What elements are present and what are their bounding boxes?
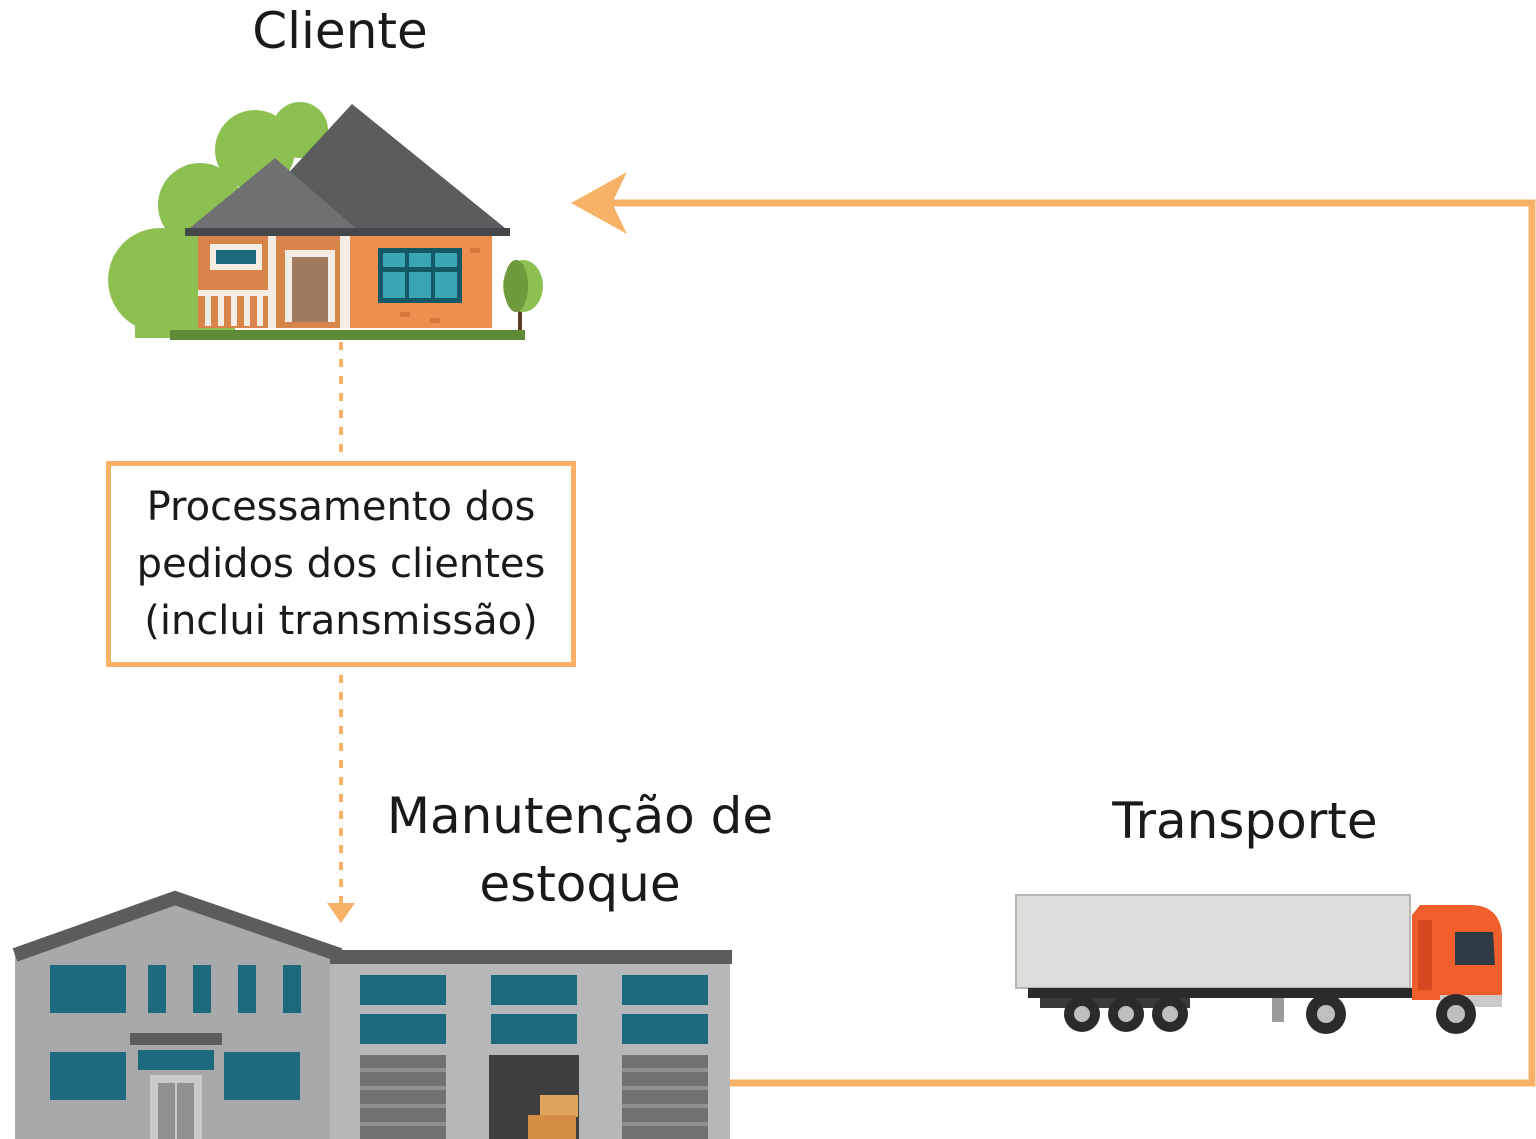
order-processing-box: Processamento dos pedidos dos clientes (… [106, 461, 576, 667]
inventory-label-line-2: estoque [479, 855, 681, 913]
order-processing-line-3: (inclui transmissão) [144, 597, 538, 644]
transport-label: Transporte [1112, 792, 1378, 850]
client-label: Cliente [252, 2, 428, 60]
arrow-to-client-icon [571, 172, 627, 234]
order-processing-text: Processamento dos pedidos dos clientes (… [111, 479, 571, 650]
inventory-label: Manutenção de estoque [330, 782, 830, 918]
inventory-label-line-1: Manutenção de [386, 787, 774, 845]
order-processing-line-2: pedidos dos clientes [136, 540, 546, 587]
order-processing-line-1: Processamento dos [146, 483, 536, 530]
arrow-to-warehouse-icon [327, 903, 355, 923]
delivery-flow-line [600, 199, 1536, 1087]
